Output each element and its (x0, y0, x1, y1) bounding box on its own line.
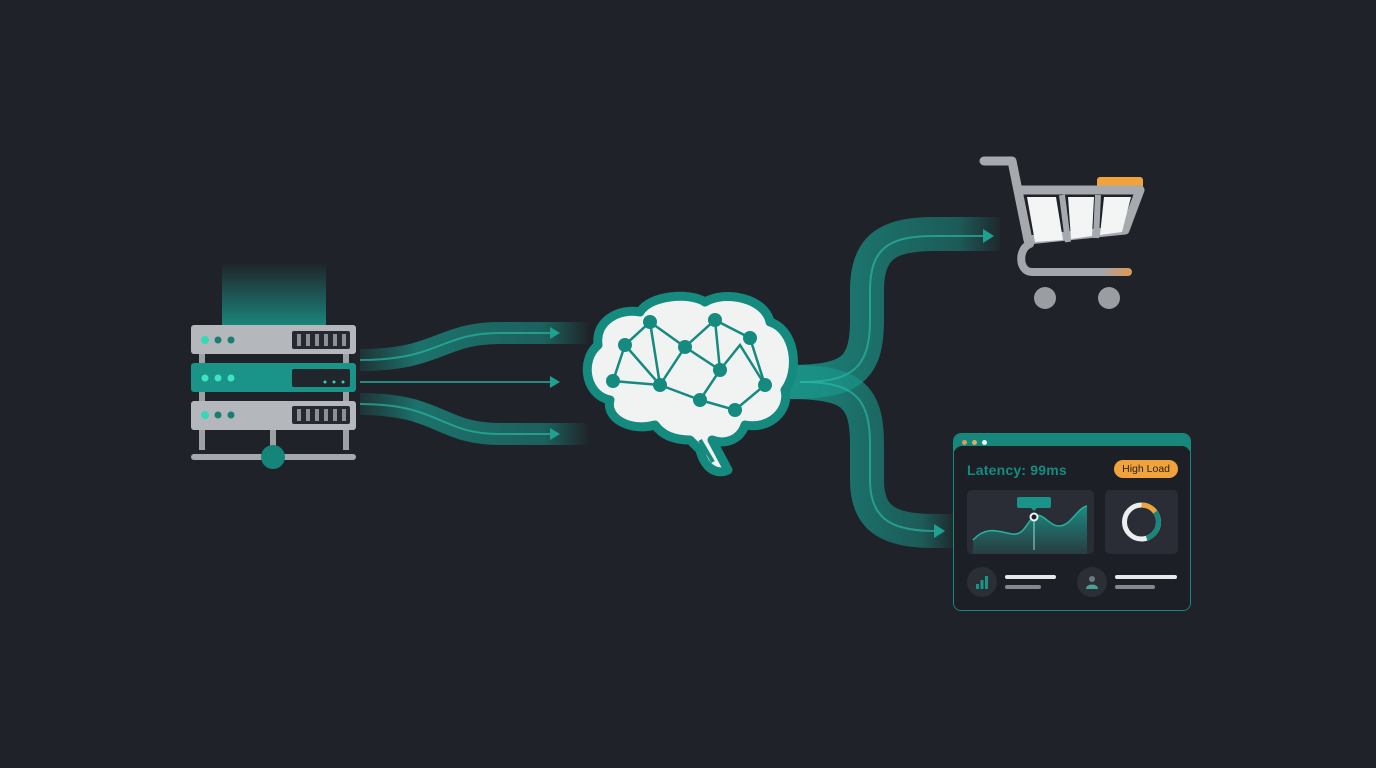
placeholder-line (1115, 575, 1177, 579)
shopping-cart-icon (979, 156, 1145, 309)
bar-chart-icon (967, 567, 997, 597)
monitoring-dashboard-icon: Latency: 99ms High Load (953, 433, 1191, 611)
arrow-icon (934, 524, 945, 538)
stat-item (1077, 567, 1177, 597)
arrow-icon (983, 229, 994, 243)
placeholder-line (1005, 585, 1041, 589)
placeholder-line (1115, 585, 1155, 589)
placeholder-line (1005, 575, 1056, 579)
server-rack-icon (191, 262, 356, 469)
dashboard-body: Latency: 99ms High Load (954, 446, 1190, 610)
window-dot (982, 440, 987, 445)
user-icon (1077, 567, 1107, 597)
arrow-icon (550, 327, 560, 339)
window-dot (962, 440, 967, 445)
stat-item (967, 567, 1056, 597)
arrow-icon (550, 376, 560, 388)
latency-area-chart (967, 490, 1094, 554)
output-flows (789, 217, 1000, 548)
arrow-icon (550, 428, 560, 440)
load-donut-chart (1105, 490, 1178, 554)
window-dot (972, 440, 977, 445)
latency-label: Latency: 99ms (967, 462, 1067, 478)
ai-brain-network-icon (582, 291, 798, 477)
status-badge: High Load (1114, 460, 1178, 478)
input-flows (359, 322, 590, 445)
